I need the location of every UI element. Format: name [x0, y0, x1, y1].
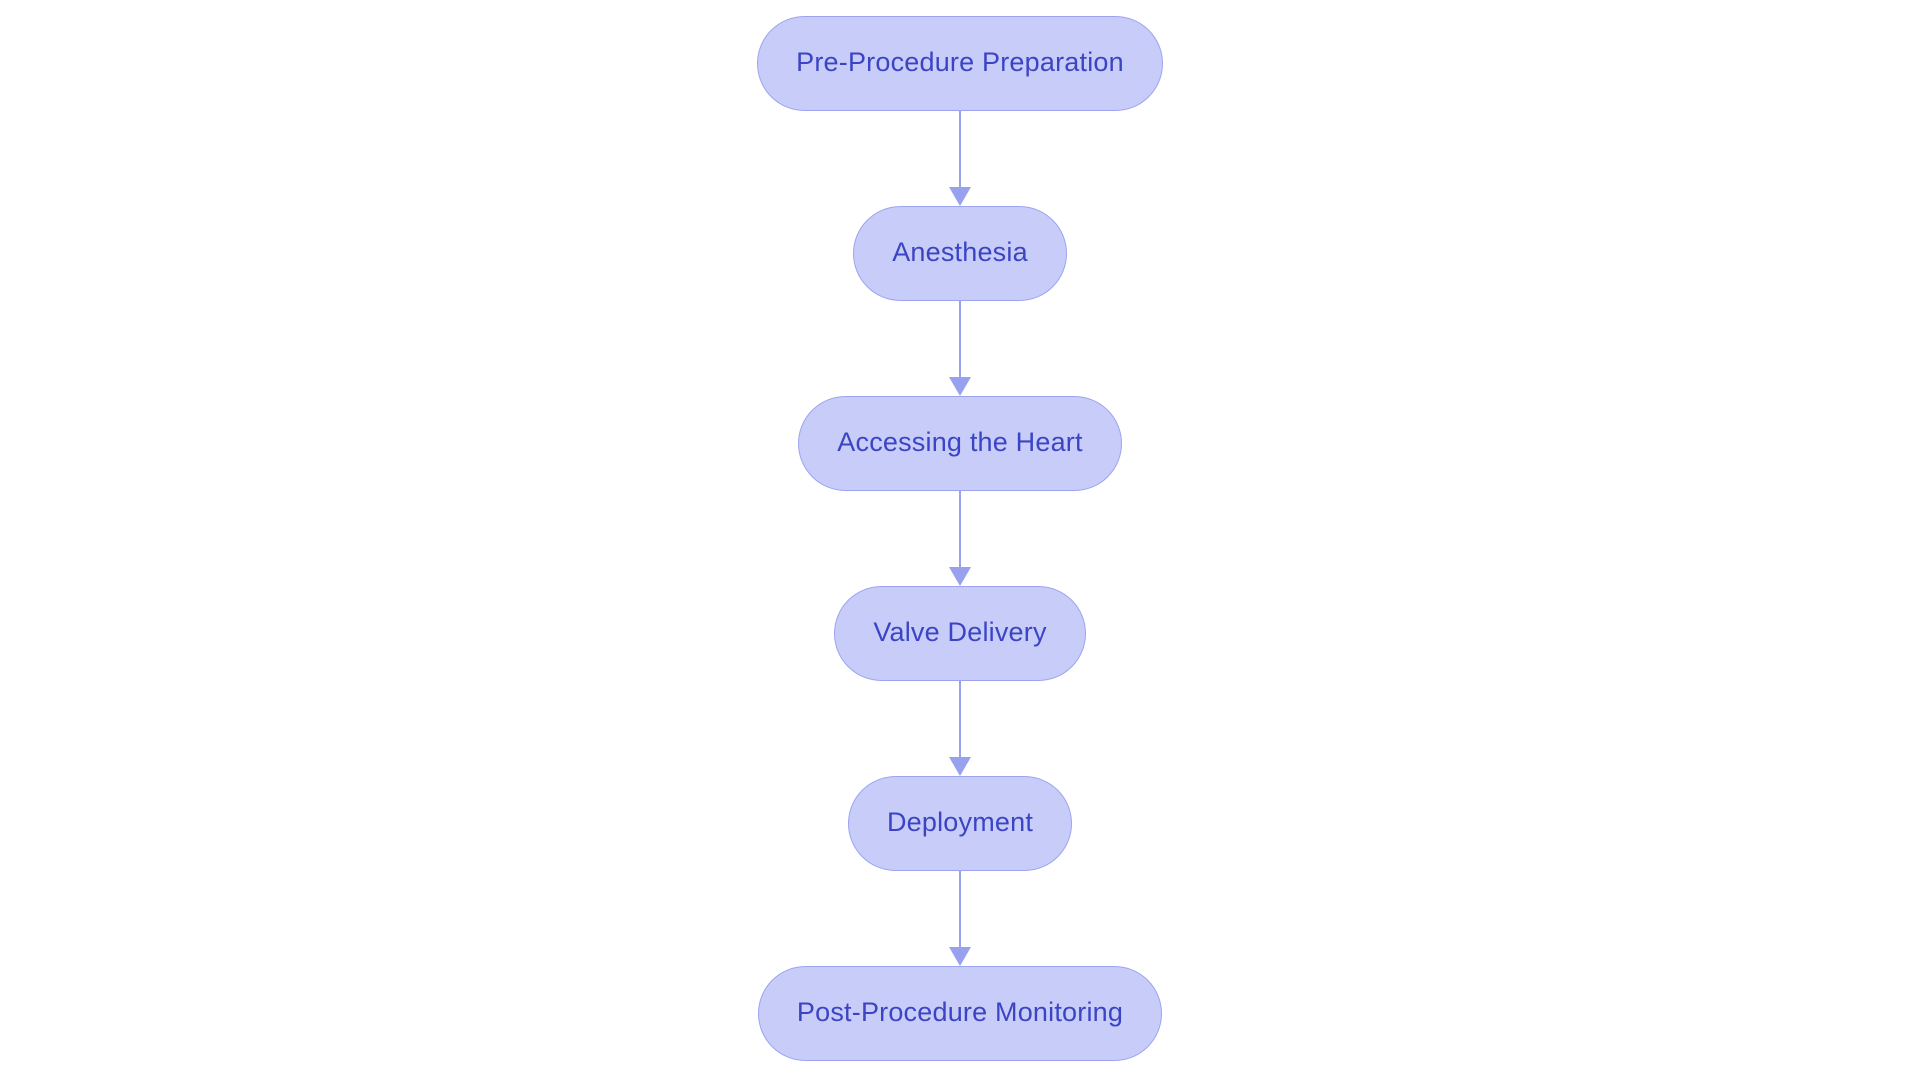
arrow-down-icon — [949, 567, 971, 586]
node-deployment: Deployment — [847, 776, 1073, 871]
arrow-line — [958, 871, 962, 947]
node-label: Post-Procedure Monitoring — [796, 997, 1124, 1027]
arrow-line — [958, 111, 962, 187]
node-label: Anesthesia — [892, 237, 1028, 267]
node-label: Deployment — [886, 807, 1034, 837]
flow-arrow-2 — [948, 301, 972, 396]
arrow-line — [958, 301, 962, 377]
node-post-procedure-monitoring: Post-Procedure Monitoring — [757, 966, 1163, 1061]
flow-arrow-4 — [948, 681, 972, 776]
node-label: Pre-Procedure Preparation — [796, 47, 1124, 77]
arrow-down-icon — [949, 757, 971, 776]
node-label: Valve Delivery — [873, 617, 1047, 647]
node-pre-procedure-preparation: Pre-Procedure Preparation — [757, 16, 1163, 111]
arrow-down-icon — [949, 187, 971, 206]
node-label: Accessing the Heart — [837, 427, 1083, 457]
arrow-down-icon — [949, 947, 971, 966]
node-accessing-the-heart: Accessing the Heart — [798, 396, 1122, 491]
flow-arrow-3 — [948, 491, 972, 586]
node-valve-delivery: Valve Delivery — [834, 586, 1086, 681]
arrow-down-icon — [949, 377, 971, 396]
arrow-line — [958, 491, 962, 567]
arrow-line — [958, 681, 962, 757]
flow-arrow-1 — [948, 111, 972, 206]
flow-arrow-5 — [948, 871, 972, 966]
node-anesthesia: Anesthesia — [853, 206, 1067, 301]
